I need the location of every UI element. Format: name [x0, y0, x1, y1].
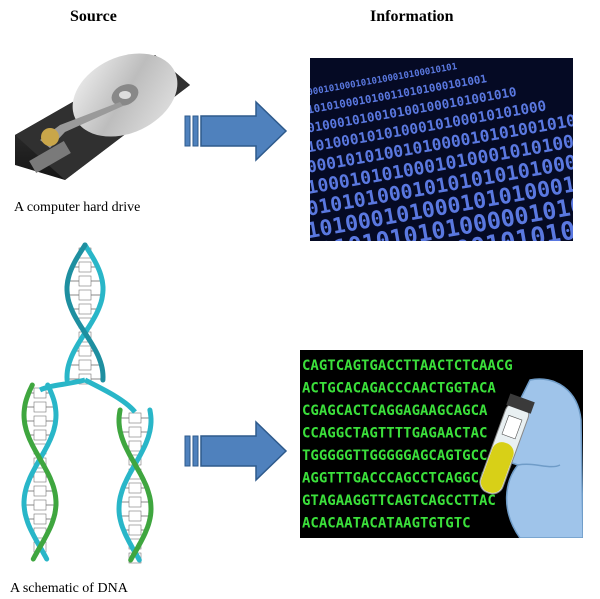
test-tube-icon — [460, 370, 583, 538]
arrow-right-icon — [184, 420, 288, 482]
source-header: Source — [70, 8, 117, 26]
hard-drive-caption: A computer hard drive — [14, 200, 140, 216]
dna-caption: A schematic of DNA — [10, 581, 128, 597]
hard-drive-image — [5, 40, 195, 190]
dna-schematic-image — [5, 240, 175, 570]
dna-sequence-line: ACACAATACATAAGTGTGTC — [302, 516, 471, 532]
information-header: Information — [370, 8, 454, 26]
arrow-right-icon — [184, 100, 288, 162]
